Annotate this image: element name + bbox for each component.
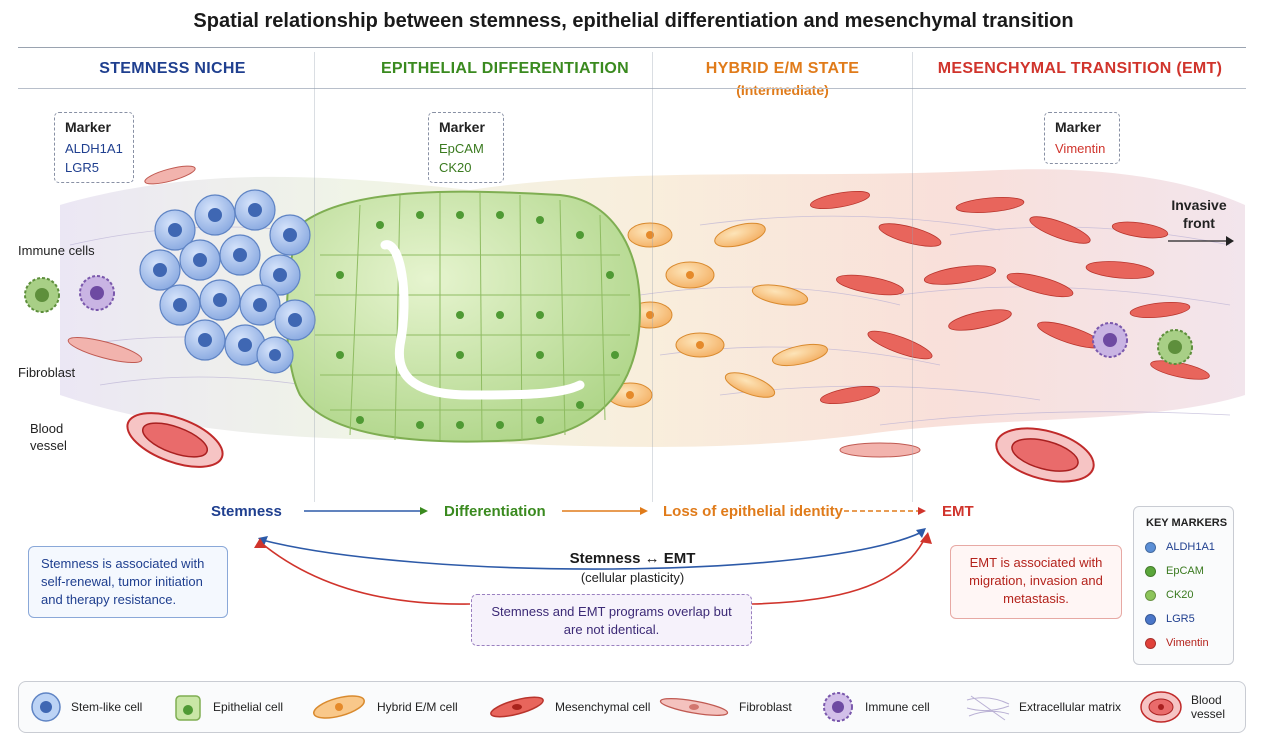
key-marker-row: LGR5 bbox=[1145, 607, 1233, 631]
legend-label: Epithelial cell bbox=[213, 700, 284, 714]
marker-heading: Marker bbox=[439, 119, 485, 135]
label-invasive-front: Invasive front bbox=[1171, 197, 1227, 231]
zone-subtitle-hybrid: (Intermediate) bbox=[736, 82, 829, 98]
marker-ck20: CK20 bbox=[439, 160, 472, 175]
zone-title-mesenchymal: MESENCHYMAL TRANSITION (EMT) bbox=[937, 60, 1223, 77]
blood-vessel-icon bbox=[1140, 691, 1182, 723]
flow-arrows bbox=[254, 507, 932, 605]
plasticity-title: Stemness ↔ EMT bbox=[569, 550, 696, 567]
stem-cell-icon bbox=[31, 692, 61, 722]
marker-heading: Marker bbox=[1055, 119, 1101, 135]
key-marker-row: CK20 bbox=[1145, 583, 1233, 607]
info-box-stemness: Stemness is associated with self-renewal… bbox=[28, 546, 228, 618]
marker-dot-icon bbox=[1145, 637, 1156, 649]
marker-box-stemness: Marker ALDH1A1 LGR5 bbox=[54, 112, 134, 183]
legend-item-mesenchymal: Mesenchymal cell bbox=[487, 682, 650, 732]
mesenchymal-cell-icon bbox=[490, 696, 544, 718]
legend-label: Blood vessel bbox=[1191, 693, 1226, 721]
zone-title-epithelial: EPITHELIAL DIFFERENTIATION bbox=[380, 60, 630, 77]
fibroblast-icon bbox=[659, 697, 729, 717]
legend-item-stem: Stem-like cell bbox=[29, 682, 142, 732]
marker-epcam: EpCAM bbox=[439, 141, 484, 156]
flow-stemness: Stemness bbox=[211, 503, 282, 520]
legend-label: Hybrid E/M cell bbox=[377, 700, 458, 714]
zone-title-stemness: STEMNESS NICHE bbox=[99, 60, 246, 77]
flow-emt: EMT bbox=[942, 503, 974, 520]
legend-item-fibroblast: Fibroblast bbox=[657, 682, 792, 732]
key-markers-panel: KEY MARKERS ALDH1A1 EpCAM CK20 LGR5 Vime… bbox=[1133, 506, 1234, 665]
marker-dot-icon bbox=[1145, 613, 1156, 625]
info-box-overlap: Stemness and EMT programs overlap but ar… bbox=[471, 594, 752, 646]
marker-vimentin: Vimentin bbox=[1055, 141, 1106, 156]
hybrid-cell-icon bbox=[313, 695, 365, 719]
marker-dot-icon bbox=[1145, 565, 1156, 577]
key-marker-row: ALDH1A1 bbox=[1145, 535, 1233, 559]
key-markers-heading: KEY MARKERS bbox=[1146, 517, 1228, 529]
plasticity-subtitle: (cellular plasticity) bbox=[580, 570, 685, 585]
page-title: Spatial relationship between stemness, e… bbox=[193, 10, 1074, 32]
marker-lgr5: LGR5 bbox=[65, 160, 99, 175]
immune-cell-icon bbox=[823, 692, 853, 722]
key-marker-row: EpCAM bbox=[1145, 559, 1233, 583]
info-box-emt: EMT is associated with migration, invasi… bbox=[950, 545, 1122, 619]
label-fibroblast: Fibroblast bbox=[18, 365, 76, 380]
key-marker-label: ALDH1A1 bbox=[1166, 541, 1215, 553]
tissue-illustration bbox=[24, 165, 1245, 483]
marker-box-epithelial: Marker EpCAM CK20 bbox=[428, 112, 504, 183]
flow-differentiation: Differentiation bbox=[444, 503, 546, 520]
marker-dot-icon bbox=[1145, 541, 1156, 553]
legend-label: Fibroblast bbox=[739, 700, 792, 714]
legend-item-hybrid: Hybrid E/M cell bbox=[309, 682, 458, 732]
legend-item-immune: Immune cell bbox=[819, 682, 930, 732]
zone-divider-3 bbox=[912, 52, 913, 502]
legend-label: Stem-like cell bbox=[71, 700, 143, 714]
legend-item-blood-vessel: Blood vessel bbox=[1139, 682, 1225, 732]
marker-box-mesenchymal: Marker Vimentin bbox=[1044, 112, 1120, 164]
key-marker-label: Vimentin bbox=[1166, 637, 1209, 649]
flow-loss-identity: Loss of epithelial identity bbox=[663, 503, 844, 520]
header-divider bbox=[18, 88, 1246, 89]
zone-divider-2 bbox=[652, 52, 653, 502]
key-marker-row: Vimentin bbox=[1145, 631, 1233, 655]
legend-label: Mesenchymal cell bbox=[555, 700, 651, 714]
title-divider bbox=[18, 47, 1246, 48]
zone-divider-1 bbox=[314, 52, 315, 502]
legend-bar: Stem-like cell Epithelial cell Hybrid E/… bbox=[18, 681, 1246, 733]
legend-item-ecm: Extracellular matrix bbox=[965, 682, 1121, 732]
ecm-icon bbox=[966, 695, 1010, 721]
zone-title-hybrid: HYBRID E/M STATE bbox=[705, 60, 860, 77]
key-marker-label: CK20 bbox=[1166, 589, 1194, 601]
marker-dot-icon bbox=[1145, 589, 1156, 601]
marker-heading: Marker bbox=[65, 119, 111, 135]
marker-aldh1a1: ALDH1A1 bbox=[65, 141, 123, 156]
legend-label: Extracellular matrix bbox=[1019, 700, 1122, 714]
legend-label: Immune cell bbox=[865, 700, 930, 714]
legend-item-epithelial: Epithelial cell bbox=[171, 682, 283, 732]
key-marker-label: LGR5 bbox=[1166, 613, 1195, 625]
label-immune-cells: Immune cells bbox=[18, 243, 95, 258]
label-blood-vessel: Blood vessel bbox=[30, 421, 67, 453]
epithelial-cell-icon bbox=[175, 695, 201, 721]
key-marker-label: EpCAM bbox=[1166, 565, 1204, 577]
